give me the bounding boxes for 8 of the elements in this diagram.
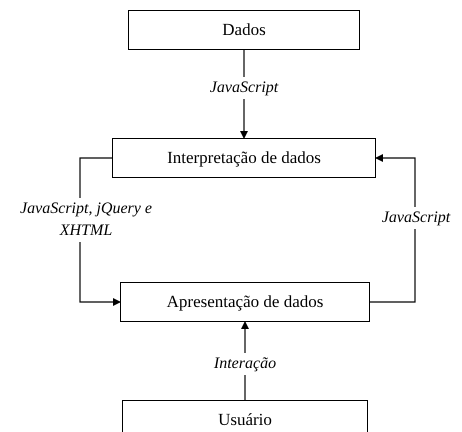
edge-label: JavaScript bbox=[380, 207, 452, 229]
edge-label: JavaScript bbox=[208, 77, 280, 99]
process-box: Apresentação de dados bbox=[120, 282, 370, 322]
arrow bbox=[370, 154, 416, 303]
process-box: Dados bbox=[128, 10, 360, 50]
process-box: Usuário bbox=[122, 400, 368, 432]
process-box: Interpretação de dados bbox=[112, 138, 376, 178]
edge-label: Interação bbox=[212, 353, 278, 375]
